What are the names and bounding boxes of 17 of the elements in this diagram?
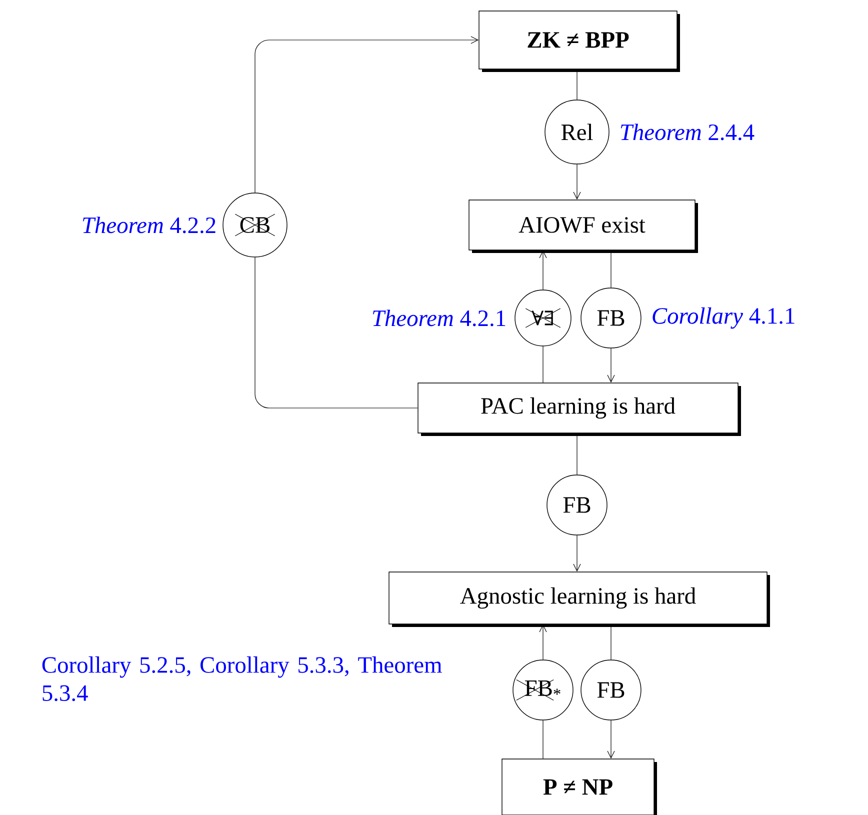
theorem-reference: Corollary 4.1.1 [652,307,794,329]
arrow [539,250,547,290]
statement-box: Agnostic learning is hard [388,572,770,627]
theorem-reference: Theorem 4.2.2 [82,216,216,234]
arrow [573,164,581,200]
arrow [607,720,615,759]
arrow [607,348,615,383]
statement-box: PAC learning is hard [418,382,741,436]
arrow [254,36,479,193]
theorem-reference: Corollary 5.2.5, Corollary 5.3.3, Theorem 5.3.4 [42,656,442,702]
statement-box: P ≠ NP [502,758,657,815]
theorem-reference: Theorem 4.2.1 [372,310,506,326]
statement-box: AIOWF exist [468,200,698,253]
arrow [573,535,581,572]
arrow [539,624,547,660]
statement-box: ZK ≠ BPP [478,10,680,72]
theorem-reference: Theorem 2.4.4 [620,124,754,140]
